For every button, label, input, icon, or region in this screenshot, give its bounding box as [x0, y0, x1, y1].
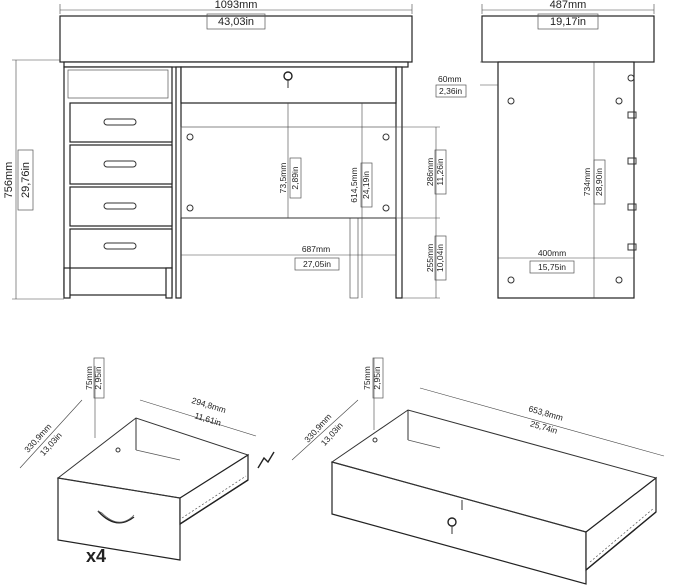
left-leg-inner	[165, 267, 173, 299]
front-height-mm: 756mm	[3, 162, 15, 199]
desk-top-slab	[59, 15, 413, 63]
small-drawer-height-in: 2,95in	[93, 366, 103, 389]
drawer-handle-1	[103, 118, 137, 126]
drawer-2	[69, 144, 173, 185]
opening-height-mm: 614,5mm	[349, 167, 359, 202]
small-drawer-view: x4	[56, 417, 275, 566]
floor-gap-mm: 255mm	[425, 244, 435, 272]
opening-height-in: 24,19in	[361, 171, 371, 199]
drawer-handle-2	[103, 160, 137, 168]
large-drawer-front	[331, 461, 587, 585]
side-height-mm: 734mm	[582, 168, 592, 196]
small-drawer-hardware	[257, 451, 275, 469]
desk-side-view	[481, 15, 655, 299]
side-lock-icon	[627, 74, 635, 82]
desk-front-view	[59, 15, 413, 299]
left-leg-outer	[63, 267, 71, 299]
small-drawer-quantity: x4	[86, 546, 106, 566]
center-divider	[175, 66, 182, 299]
small-drawer-dimensions: 75mm 2,95in 330,9mm 13,03in 294,8mm 11,6…	[19, 357, 257, 469]
open-shelf	[67, 69, 169, 99]
side-inner-depth-in: 15,75in	[538, 262, 566, 272]
drawer-3	[69, 186, 173, 227]
shelf-height-in: 2,89in	[290, 166, 300, 189]
drawer-1	[69, 102, 173, 143]
opening-width-in: 27,05in	[303, 259, 331, 269]
floor-gap-in: 10,04in	[435, 244, 445, 272]
side-panel	[497, 61, 635, 299]
large-drawer-runner	[585, 511, 657, 571]
side-depth-mm: 487mm	[550, 0, 587, 11]
top-offset-in: 2,36in	[439, 86, 462, 96]
large-drawer-height-in: 2,95in	[372, 366, 382, 389]
small-drawer-height-mm: 75mm	[84, 366, 94, 390]
large-drawer-dimensions: 75mm 2,95in 330,9mm 13,03in 653,8mm 25,7…	[291, 357, 665, 461]
front-height-in: 29,76in	[20, 162, 32, 198]
desk-front-dimensions: 1093mm 43,03in 756mm 29,76in 73,5mm 2,89…	[3, 0, 447, 300]
side-inner-depth-mm: 400mm	[538, 248, 566, 258]
side-height-in: 28,90in	[594, 168, 604, 196]
opening-width-mm: 687mm	[302, 244, 330, 254]
side-depth-in: 19,17in	[550, 16, 586, 28]
small-drawer-handle	[97, 510, 135, 524]
shelf-height-mm: 73,5mm	[278, 163, 288, 194]
small-drawer-front	[57, 477, 181, 561]
small-drawer-side	[179, 453, 249, 526]
front-width-in: 43,03in	[218, 16, 254, 28]
top-offset-mm: 60mm	[438, 74, 462, 84]
panel-height-in: 11,26in	[435, 158, 445, 186]
panel-height-mm: 286mm	[425, 158, 435, 186]
drawer-handle-4	[103, 242, 137, 250]
large-drawer-width-in: 25,74in	[529, 418, 559, 435]
front-width-mm: 1093mm	[215, 0, 258, 11]
right-side-panel	[395, 66, 403, 299]
small-drawer-runner	[179, 479, 249, 525]
desk-side-dimensions: 487mm 19,17in 60mm 2,36in 734mm 28,90in …	[435, 0, 655, 298]
large-drawer-view	[330, 409, 658, 585]
right-leg-front	[349, 217, 359, 299]
desk-top-edge	[63, 61, 409, 68]
large-drawer-height-mm: 75mm	[362, 366, 372, 390]
drawer-handle-3	[103, 202, 137, 210]
